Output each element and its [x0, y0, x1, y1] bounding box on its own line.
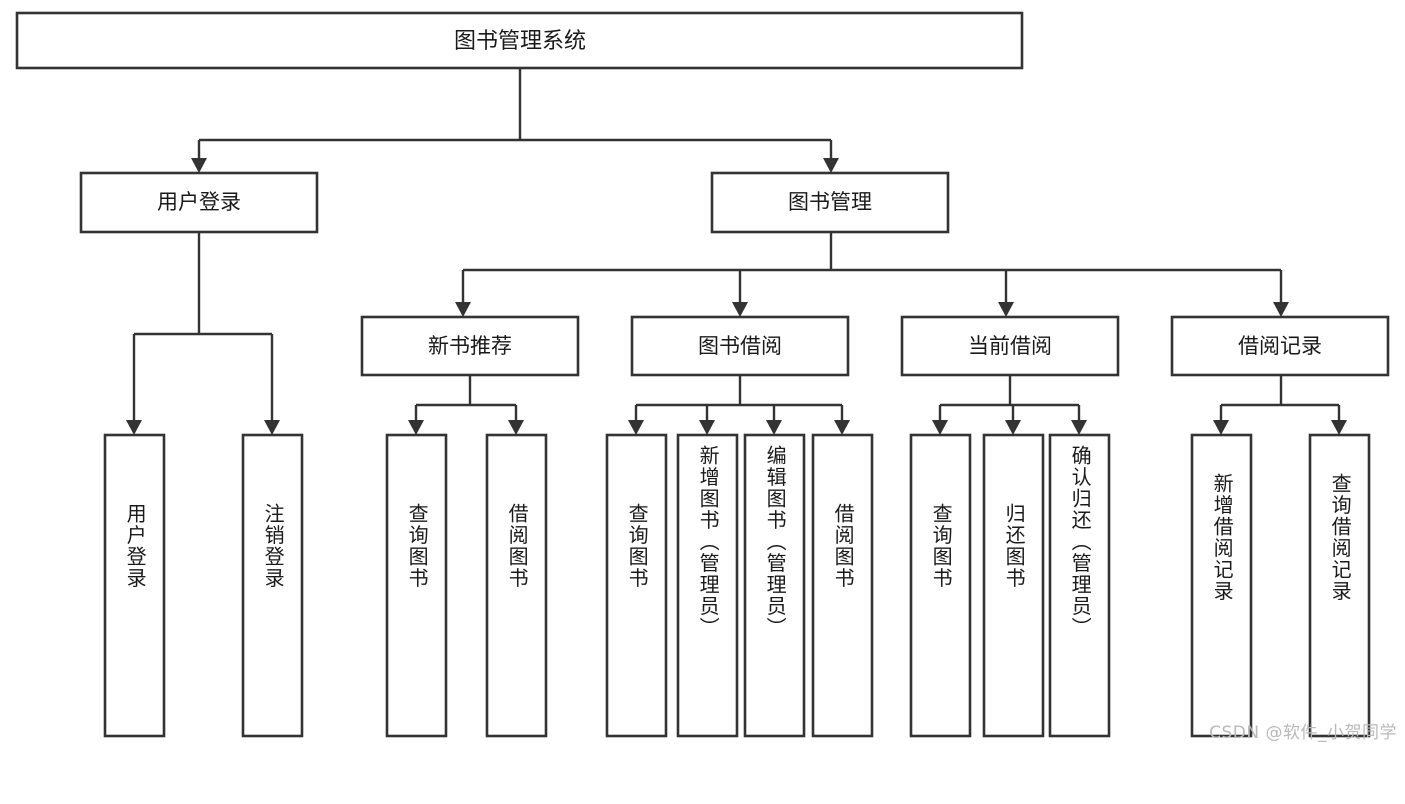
arrow-head-new-book-rec — [455, 302, 471, 317]
connector-group-user-login — [126, 232, 280, 435]
node-book-manage[interactable]: 图书管理 — [710, 171, 950, 234]
watermark-text: CSDN @软件_小贺同学 — [1209, 723, 1397, 743]
node-leaf-borrow-book-rec-box[interactable] — [485, 433, 548, 738]
node-leaf-query-book-borrow-box[interactable] — [605, 433, 668, 738]
node-leaf-borrow-book-box[interactable] — [811, 433, 874, 738]
arrow-head-leaf-confirm-return — [1071, 420, 1087, 435]
arrow-head-leaf-return-book — [1005, 420, 1021, 435]
node-borrow-record-label: 借阅记录 — [1238, 334, 1322, 358]
node-borrow-record-box[interactable] — [1170, 315, 1390, 377]
arrow-head-current-borrow — [998, 302, 1014, 317]
node-new-book-rec-box[interactable] — [360, 315, 580, 377]
node-root[interactable]: 图书管理系统 — [15, 11, 1024, 70]
node-user-login[interactable]: 用户登录 — [79, 171, 319, 234]
node-book-borrow-label: 图书借阅 — [698, 334, 782, 358]
arrow-head-leaf-borrow-book-rec — [508, 420, 524, 435]
flowchart-svg: 图书管理系统 用户登录 图书管理 新书推荐 图书借阅 当前借阅 借阅记录 — [15, 11, 1390, 738]
connector-group-book-borrow — [628, 375, 850, 435]
node-user-login-label: 用户登录 — [157, 190, 241, 214]
arrow-head-leaf-add-record — [1213, 420, 1229, 435]
node-new-book-rec-label: 新书推荐 — [428, 334, 512, 358]
arrow-head-leaf-edit-book — [766, 420, 782, 435]
node-root-box[interactable] — [15, 11, 1024, 70]
node-borrow-record[interactable]: 借阅记录 — [1170, 315, 1390, 377]
node-leaf-return-book-box[interactable] — [982, 433, 1045, 738]
arrow-head-leaf-query-book-borrow — [628, 420, 644, 435]
connector-group-borrow-record — [1213, 375, 1347, 435]
node-root-label: 图书管理系统 — [454, 29, 586, 54]
connector-group-current-borrow — [932, 375, 1087, 435]
node-leaf-edit-book-box[interactable] — [743, 433, 806, 738]
arrow-head-leaf-add-book — [699, 420, 715, 435]
node-leaf-query-book-rec-box[interactable] — [385, 433, 448, 738]
node-book-borrow-box[interactable] — [630, 315, 850, 377]
arrow-head-leaf-query-book-cur — [932, 420, 948, 435]
arrow-head-book-borrow — [732, 302, 748, 317]
connector-group-root — [191, 68, 839, 173]
node-current-borrow-box[interactable] — [900, 315, 1120, 377]
connector-group-book-manage — [455, 232, 1289, 317]
node-book-manage-box[interactable] — [710, 171, 950, 234]
node-book-manage-label: 图书管理 — [788, 190, 872, 214]
node-leaf-user-login-box[interactable] — [103, 433, 166, 738]
leaf-boxes — [103, 433, 1371, 738]
arrow-head-leaf-user-login — [126, 420, 142, 435]
node-leaf-add-record-box[interactable] — [1190, 433, 1253, 738]
arrow-head-leaf-query-record — [1331, 420, 1347, 435]
arrow-head-user-login — [191, 158, 207, 173]
node-leaf-logout-box[interactable] — [241, 433, 304, 738]
connector-group-new-book-rec — [408, 375, 524, 435]
node-user-login-box[interactable] — [79, 171, 319, 234]
arrow-head-borrow-record — [1273, 302, 1289, 317]
node-leaf-query-record-box[interactable] — [1308, 433, 1371, 738]
arrow-head-leaf-borrow-book — [834, 420, 850, 435]
arrow-head-book-manage — [823, 158, 839, 173]
arrow-head-leaf-query-book-rec — [408, 420, 424, 435]
node-current-borrow-label: 当前借阅 — [968, 334, 1052, 358]
node-leaf-add-book-box[interactable] — [676, 433, 739, 738]
node-current-borrow[interactable]: 当前借阅 — [900, 315, 1120, 377]
node-book-borrow[interactable]: 图书借阅 — [630, 315, 850, 377]
arrow-head-leaf-logout — [264, 420, 280, 435]
diagram-canvas: 图书管理系统 用户登录 图书管理 新书推荐 图书借阅 当前借阅 借阅记录 — [15, 11, 1397, 743]
node-leaf-query-book-cur-box[interactable] — [909, 433, 972, 738]
node-new-book-rec[interactable]: 新书推荐 — [360, 315, 580, 377]
node-leaf-confirm-return-box[interactable] — [1048, 433, 1111, 738]
